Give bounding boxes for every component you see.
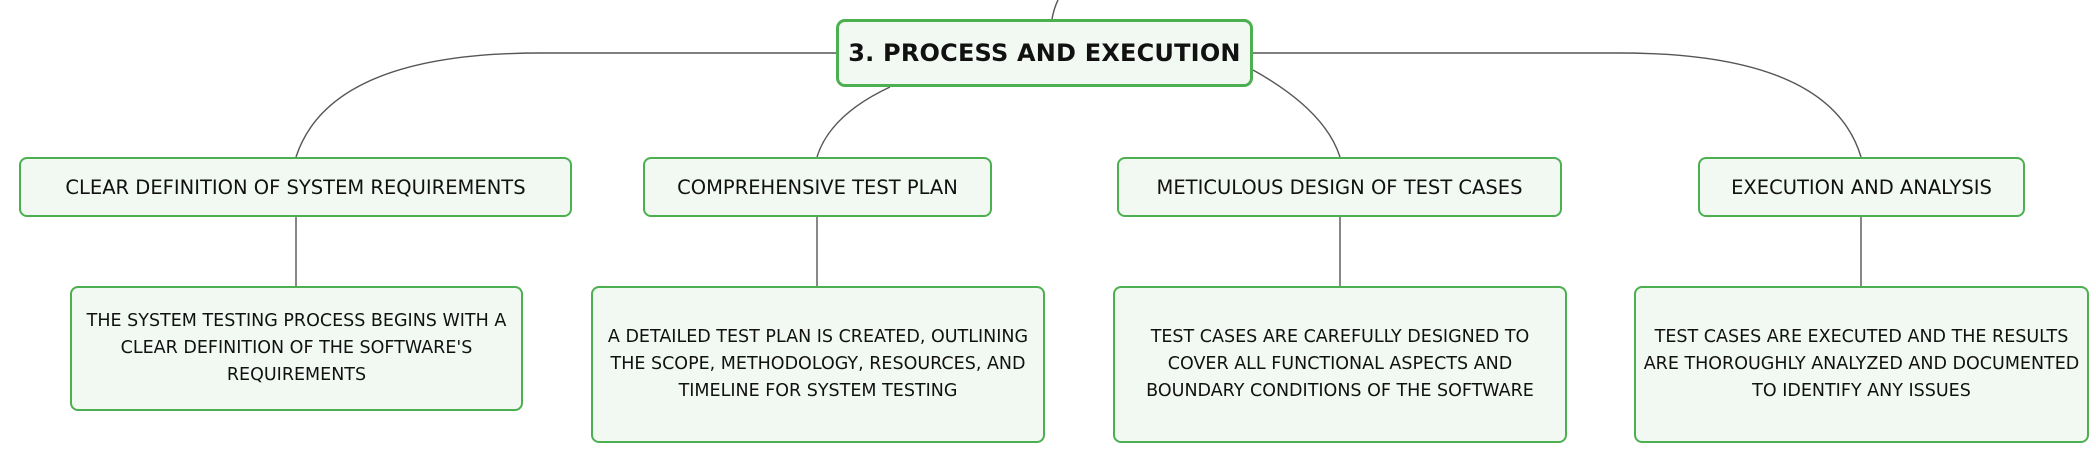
topic-label: EXECUTION AND ANALYSIS [1731, 175, 1992, 199]
detail-text: TEST CASES ARE EXECUTED AND THE RESULTS … [1643, 327, 2080, 401]
root-label: 3. PROCESS AND EXECUTION [848, 39, 1241, 67]
detail-text: TEST CASES ARE CAREFULLY DESIGNED TO COV… [1146, 327, 1534, 401]
connector-root-t1 [295, 52, 836, 158]
parent-connector [1051, 0, 1059, 20]
detail-node-system-requirements[interactable]: THE SYSTEM TESTING PROCESS BEGINS WITH A… [70, 286, 523, 411]
detail-node-test-plan[interactable]: A DETAILED TEST PLAN IS CREATED, OUTLINI… [591, 286, 1045, 443]
topic-node-system-requirements[interactable]: CLEAR DEFINITION OF SYSTEM REQUIREMENTS [19, 157, 572, 217]
connector-root-t3 [1252, 69, 1341, 158]
detail-text: A DETAILED TEST PLAN IS CREATED, OUTLINI… [607, 327, 1029, 401]
topic-node-test-case-design[interactable]: METICULOUS DESIGN OF TEST CASES [1117, 157, 1562, 217]
topic-label: CLEAR DEFINITION OF SYSTEM REQUIREMENTS [65, 175, 526, 199]
connector-root-t4 [1253, 52, 1862, 158]
topic-label: METICULOUS DESIGN OF TEST CASES [1156, 175, 1523, 199]
topic-node-execution-analysis[interactable]: EXECUTION AND ANALYSIS [1698, 157, 2025, 217]
detail-node-test-case-design[interactable]: TEST CASES ARE CAREFULLY DESIGNED TO COV… [1113, 286, 1567, 443]
detail-node-execution-analysis[interactable]: TEST CASES ARE EXECUTED AND THE RESULTS … [1634, 286, 2089, 443]
detail-text: THE SYSTEM TESTING PROCESS BEGINS WITH A… [86, 311, 507, 385]
root-node[interactable]: 3. PROCESS AND EXECUTION [836, 19, 1253, 87]
connector-root-t2 [816, 86, 891, 158]
topic-label: COMPREHENSIVE TEST PLAN [677, 175, 958, 199]
topic-node-test-plan[interactable]: COMPREHENSIVE TEST PLAN [643, 157, 992, 217]
